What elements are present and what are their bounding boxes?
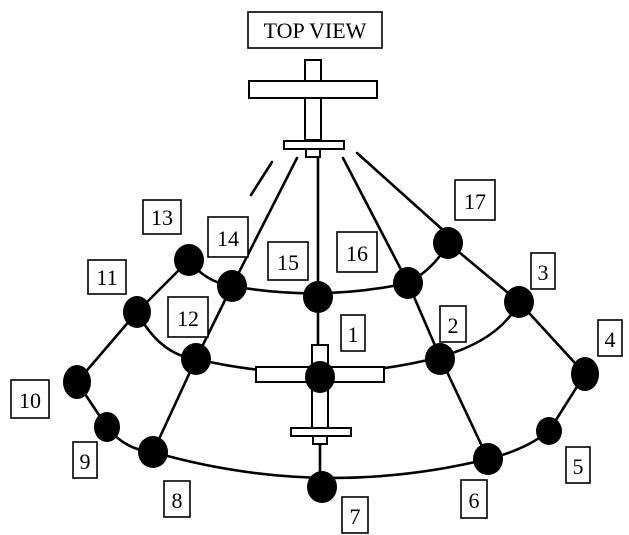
center-hub-base (312, 435, 328, 445)
label-1: 1 (340, 314, 366, 352)
svg-text:15: 15 (277, 250, 299, 275)
label-13: 13 (142, 199, 182, 235)
strand-segment (341, 156, 410, 285)
svg-text:7: 7 (350, 504, 361, 529)
svg-text:17: 17 (464, 189, 486, 214)
node-4 (571, 357, 599, 391)
top-shaft (304, 97, 322, 141)
node-11 (123, 296, 151, 328)
svg-text:16: 16 (346, 241, 368, 266)
top-hub-base (305, 148, 321, 158)
label-5: 5 (565, 446, 591, 484)
node-10 (63, 365, 91, 399)
svg-text:2: 2 (448, 313, 459, 338)
label-6: 6 (460, 479, 488, 519)
svg-text:10: 10 (19, 388, 41, 413)
chain-link (446, 241, 521, 304)
nodes (63, 227, 599, 503)
svg-text:12: 12 (177, 306, 199, 331)
node-9 (94, 412, 120, 442)
node-7 (307, 471, 337, 503)
node-labels: 1 2 3 4 5 6 7 8 (10, 179, 623, 534)
top-rotor-blade (248, 80, 378, 99)
label-8: 8 (163, 480, 191, 518)
node-3 (504, 286, 534, 318)
strand-segment (249, 160, 274, 197)
svg-text:3: 3 (538, 260, 549, 285)
label-16: 16 (336, 231, 378, 273)
node-5 (536, 417, 562, 445)
node-14 (217, 270, 247, 302)
node-12 (181, 343, 211, 375)
label-7: 7 (341, 496, 369, 534)
svg-text:9: 9 (80, 449, 91, 474)
svg-text:13: 13 (151, 205, 173, 230)
label-10: 10 (10, 379, 50, 419)
label-4: 4 (597, 319, 623, 357)
svg-text:14: 14 (217, 226, 239, 251)
node-16 (393, 267, 423, 299)
node-13 (174, 244, 204, 276)
title: TOP VIEW (264, 18, 367, 43)
svg-text:6: 6 (469, 488, 480, 513)
chain-link (438, 355, 490, 461)
svg-text:11: 11 (96, 265, 117, 290)
node-1 (305, 361, 335, 393)
node-17 (433, 227, 463, 259)
strand-segment (355, 151, 446, 233)
chain-link (151, 357, 198, 454)
node-15 (303, 281, 333, 313)
title-frame (247, 11, 383, 49)
label-11: 11 (87, 259, 127, 295)
node-8 (138, 436, 168, 468)
top-hub-plate (283, 140, 345, 150)
strand-segment (230, 156, 299, 288)
chain-link (517, 300, 587, 376)
label-17: 17 (454, 179, 496, 221)
label-12: 12 (167, 296, 209, 338)
svg-text:5: 5 (573, 454, 584, 479)
node-2 (425, 343, 455, 375)
label-3: 3 (530, 252, 556, 290)
center-rotor-assembly (255, 344, 385, 445)
radial-strands (230, 151, 446, 297)
svg-text:1: 1 (348, 322, 359, 347)
node-6 (473, 443, 503, 475)
label-9: 9 (72, 441, 98, 479)
label-14: 14 (207, 216, 249, 258)
label-15: 15 (267, 241, 309, 281)
top-shaft-cap (304, 59, 322, 83)
top-rotor-assembly (248, 59, 378, 158)
svg-text:4: 4 (605, 327, 616, 352)
svg-text:8: 8 (172, 488, 183, 513)
title-box: TOP VIEW (247, 11, 383, 49)
label-2: 2 (439, 305, 467, 343)
center-hub-plate (290, 427, 352, 437)
